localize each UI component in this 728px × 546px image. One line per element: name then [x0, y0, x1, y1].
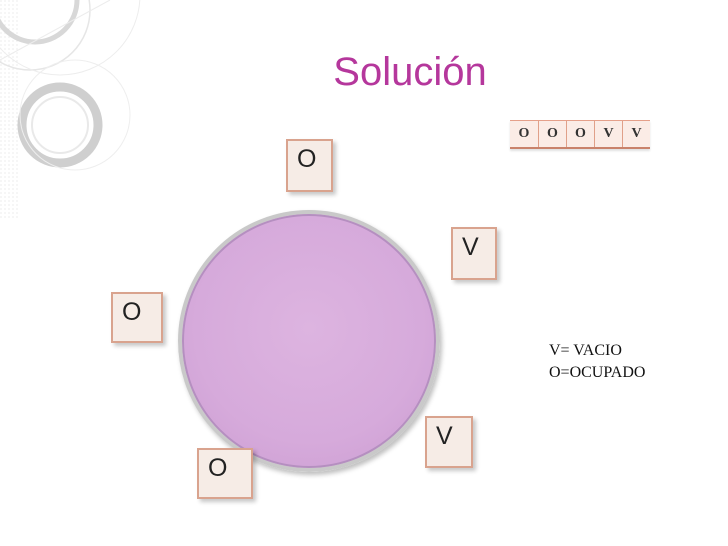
decorative-rings: [0, 0, 141, 220]
slide-title: Solución: [333, 50, 487, 94]
legend: V= VACIO O=OCUPADO: [549, 340, 645, 384]
seat-top: O: [286, 139, 333, 192]
seat-right-lower: V: [425, 416, 473, 468]
state-cell: O: [538, 121, 566, 147]
state-table: O O O V V: [510, 120, 650, 149]
legend-ocupado: O=OCUPADO: [549, 364, 646, 381]
state-cell: O: [566, 121, 594, 147]
legend-vacio: V= VACIO: [549, 342, 622, 359]
state-cell: O: [518, 126, 530, 141]
seat-left: O: [111, 292, 163, 343]
round-table-circle: [178, 210, 440, 472]
seat-right-upper: V: [451, 227, 497, 280]
state-cell: V: [594, 121, 622, 147]
seat-bottom-left: O: [197, 448, 253, 499]
state-cell: V: [622, 121, 650, 147]
